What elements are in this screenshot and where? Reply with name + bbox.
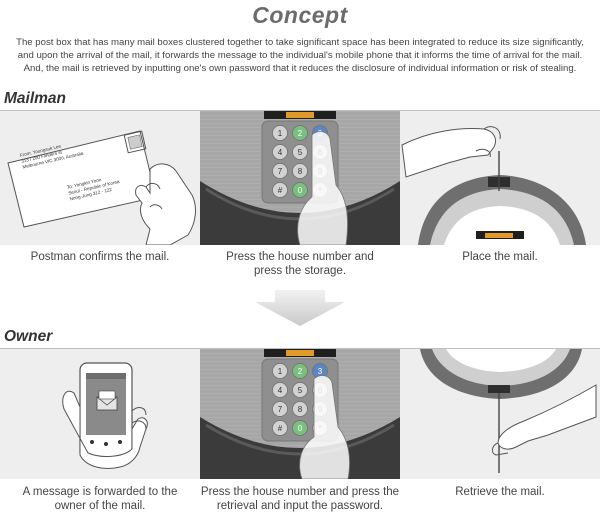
finger-pressing-key: [299, 375, 350, 479]
owner-step-caption: Press the house number and press the ret…: [200, 486, 400, 513]
hand-holding-phone: [62, 390, 148, 469]
caption-line: Postman confirms the mail.: [30, 251, 170, 263]
keypad-key-label: 8: [298, 405, 303, 414]
keypad-key-#: [272, 420, 288, 436]
description-line: The post box that has many mail boxes cl…: [16, 37, 584, 48]
keypad-key-label: #: [278, 424, 283, 433]
hand-retrieving-mail: [491, 384, 597, 456]
keypad-key-label: 5: [298, 386, 303, 395]
keypad-key-label: 1: [278, 367, 283, 376]
keypad-key-4: [272, 382, 288, 398]
keypad-key-label: 4: [278, 386, 283, 395]
keypad-key-5: [292, 382, 308, 398]
caption-line: A message is forwarded to the: [22, 486, 178, 498]
keypad-key-#: [272, 182, 288, 198]
section-divider: [0, 110, 600, 111]
hand-holding-envelope: [135, 163, 196, 245]
keypad-key-label: 5: [298, 148, 303, 157]
keypad-key-label: 7: [278, 167, 283, 176]
keypad-key-0: [292, 182, 308, 198]
caption-line: Press the house number and press the: [200, 486, 400, 498]
section-divider: [0, 348, 600, 349]
keypad-key-label: 4: [278, 148, 283, 157]
finger-pressing-key: [297, 131, 348, 245]
keypad-key-0: [292, 420, 308, 436]
keypad-key-label: 7: [278, 405, 283, 414]
caption-line: retrieval and input the password.: [216, 499, 384, 512]
mailman-illustration-band: From: Youngsuk Lee 313 / 200 Flinders st…: [0, 111, 600, 245]
keypad-key-label: 2: [298, 367, 303, 376]
keypad-key-8: [292, 163, 308, 179]
mailman-step-caption: Place the mail.: [400, 251, 600, 265]
keypad-key-2: [292, 363, 308, 379]
caption-line: Place the mail.: [462, 251, 538, 263]
page-title: Concept: [252, 2, 348, 28]
keypad-key-1: [272, 363, 288, 379]
caption-line: owner of the mail.: [54, 499, 146, 512]
owner-illustration-band: 123456789#0*: [0, 349, 600, 479]
envelope-illustration: From: Youngsuk Lee 313 / 200 Flinders st…: [7, 130, 157, 228]
keypad-key-2: [292, 125, 308, 141]
keypad-key-label: 1: [278, 129, 283, 138]
hand-placing-mail: [401, 126, 501, 178]
keypad-key-5: [292, 144, 308, 160]
keypad-key-7: [272, 163, 288, 179]
keypad-key-label: 3: [318, 367, 323, 376]
keypad-key-label: 8: [298, 167, 303, 176]
owner-section-label: Owner: [4, 328, 53, 345]
keypad-key-1: [272, 125, 288, 141]
mobile-phone-illustration: [79, 362, 133, 460]
mailbox-bottom-illustration: [420, 349, 582, 473]
keypad-key-label: 0: [298, 186, 303, 195]
caption-line: press the storage.: [253, 264, 347, 277]
caption-line: Retrieve the mail.: [455, 486, 545, 498]
owner-step-caption: A message is forwarded to the owner of t…: [0, 486, 200, 513]
keypad-key-label: #: [278, 186, 283, 195]
caption-line: Press the house number and: [226, 251, 374, 263]
keypad-key-label: 0: [298, 424, 303, 433]
description-line: And, the mail is retrieved by inputting …: [23, 63, 577, 74]
mailbox-top-illustration: [418, 151, 586, 245]
mailman-section-label: Mailman: [4, 90, 67, 107]
keypad-key-7: [272, 401, 288, 417]
keypad-key-4: [272, 144, 288, 160]
description-line: and upon the arrival of the mail, it for…: [17, 50, 583, 61]
mailman-step-caption: Postman confirms the mail.: [0, 251, 200, 265]
keypad-key-label: 2: [298, 129, 303, 138]
envelope-icon: [96, 390, 118, 411]
mailman-step-caption: Press the house number and press the sto…: [200, 251, 400, 278]
keypad-key-8: [292, 401, 308, 417]
down-arrow-icon: [255, 290, 345, 326]
concept-description: The post box that has many mail boxes cl…: [4, 36, 596, 75]
owner-step-caption: Retrieve the mail.: [400, 486, 600, 500]
